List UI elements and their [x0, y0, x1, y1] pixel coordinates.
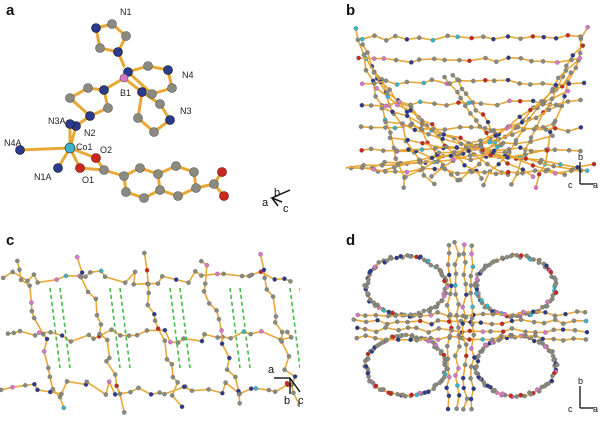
lattice-strand — [536, 383, 547, 394]
lattice-strand — [551, 357, 560, 368]
atom-label-b1: B1 — [120, 88, 131, 98]
panel-b-axis-a: a — [593, 180, 598, 190]
panel-a-axis-a: a — [262, 197, 269, 209]
panel-a-axis-b: b — [274, 187, 280, 199]
atom-label-n3: N3 — [180, 106, 192, 116]
lattice-strand — [359, 165, 584, 177]
panel-c-axis-b: b — [284, 395, 290, 407]
panel-a-molecule: N1 N4 B1 N3 N3A N2 N4A Co1 O2 N1A O1 a b… — [4, 7, 291, 215]
panel-label-b: b — [346, 2, 356, 19]
lattice-strand — [425, 258, 438, 270]
lattice-strand — [74, 254, 127, 415]
lattice-strand — [355, 325, 590, 335]
panel-b-axis-indicator: b c a — [568, 152, 598, 190]
panel-d-axis-a: a — [593, 404, 598, 414]
lattice-strand — [442, 74, 500, 150]
lattice-strand — [468, 243, 477, 412]
lattice-strand — [15, 258, 66, 411]
panel-a-axis-c: c — [283, 203, 289, 215]
panel-a-atom-labels: N1 N4 B1 N3 N3A N2 N4A Co1 O2 N1A O1 — [4, 7, 194, 185]
panel-d-axis-b: b — [578, 376, 583, 386]
atom-label-n3a: N3A — [48, 116, 66, 126]
lattice-strand — [359, 97, 583, 109]
panel-a-atoms — [15, 19, 229, 203]
atom-label-n4a: N4A — [4, 138, 22, 148]
atom-label-o2: O2 — [100, 145, 112, 155]
panel-c-axis-c: c — [298, 395, 304, 407]
atom-label-o1: O1 — [82, 175, 94, 185]
lattice-strand — [354, 333, 589, 343]
lattice-strand — [452, 239, 462, 411]
lattice-strand — [444, 242, 454, 412]
lattice-strand — [375, 302, 387, 313]
lattice-strand — [371, 70, 484, 181]
atom-label-n4: N4 — [182, 70, 194, 80]
panel-d-axis-c: c — [568, 404, 573, 414]
atom-label-n1a: N1A — [34, 172, 52, 182]
atom-label-n1: N1 — [120, 7, 132, 17]
lattice-strand — [359, 144, 583, 154]
panel-c-axis-indicator: a b c — [268, 364, 304, 407]
atom-label-co1: Co1 — [76, 142, 93, 152]
panel-c-chain — [0, 248, 300, 420]
panel-label-a: a — [6, 2, 15, 19]
lattice-strand — [142, 250, 185, 409]
lattice-strand — [442, 278, 450, 290]
lattice-strand — [518, 253, 532, 261]
lattice-strand — [543, 378, 554, 387]
panel-c-lattice — [0, 250, 300, 415]
lattice-strand — [379, 105, 536, 179]
lattice-strand — [508, 253, 523, 260]
lattice-strand — [358, 122, 584, 134]
panel-c-axis-a: a — [268, 364, 275, 376]
panel-b-axis-b: b — [578, 152, 583, 162]
lattice-strand — [359, 33, 583, 43]
lattice-strand — [509, 392, 523, 400]
panel-label-c: c — [6, 232, 15, 249]
panel-d-framework — [346, 236, 596, 416]
lattice-strand — [351, 317, 589, 327]
lattice-strand — [460, 242, 470, 412]
lattice-strand — [359, 77, 587, 88]
panel-d-axis-indicator: b c a — [568, 376, 598, 414]
lattice-strand — [356, 55, 583, 65]
panel-a-axis-indicator — [270, 189, 291, 207]
panel-b-axis-c: c — [568, 180, 573, 190]
lattice-strand — [372, 384, 386, 392]
lattice-strand — [450, 72, 504, 148]
panel-label-d: d — [346, 232, 356, 249]
atom-label-n2: N2 — [84, 128, 96, 138]
lattice-strand — [553, 277, 559, 288]
lattice-strand — [434, 298, 445, 309]
lattice-strand — [199, 258, 242, 406]
panel-b-framework — [346, 18, 596, 198]
panel-d-lattice — [351, 239, 590, 412]
lattice-strand — [0, 379, 290, 397]
panel-b-lattice — [346, 24, 596, 190]
lattice-strand — [5, 327, 294, 345]
